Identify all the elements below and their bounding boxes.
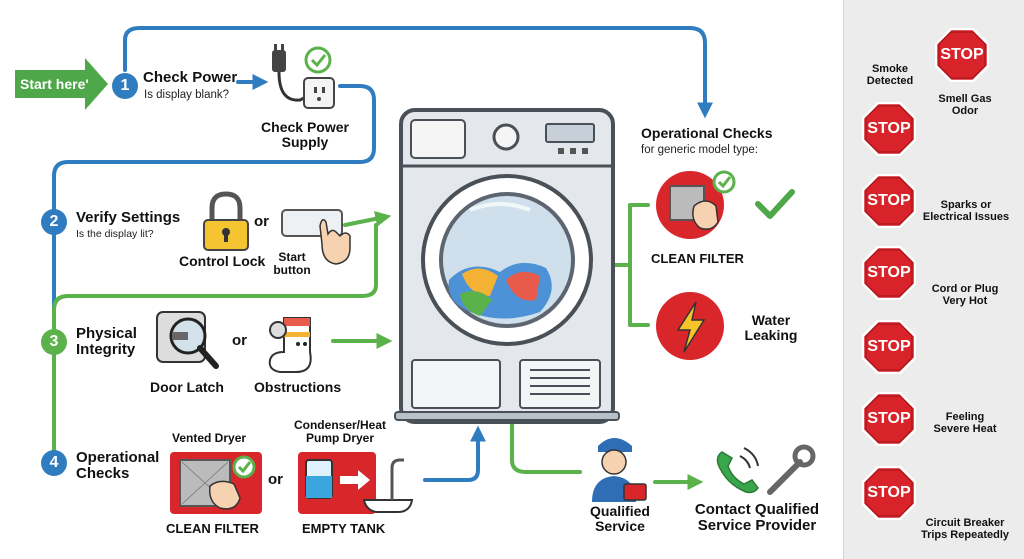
stop-octagon-icon xyxy=(861,173,917,229)
green-flow-lines xyxy=(52,203,704,490)
step-3-badge: 3 xyxy=(41,329,67,355)
stop-sign-text: STOP xyxy=(867,484,911,501)
start-button-icon xyxy=(281,209,351,265)
step-2-badge: 2 xyxy=(41,209,67,235)
check-mark-icon xyxy=(755,189,795,219)
vented-dryer-label: Vented Dryer xyxy=(172,431,247,445)
or-label-2: or xyxy=(232,332,247,349)
step-4-badge: 4 xyxy=(41,450,67,476)
stop-sign-text: STOP xyxy=(867,338,911,355)
right-filter-icon xyxy=(656,170,736,239)
step-1-title: Check Power xyxy=(143,69,238,86)
stop-sign-text: STOP xyxy=(867,120,911,137)
plug-icon xyxy=(272,44,335,109)
stop-sign-text: STOP xyxy=(867,192,911,209)
door-latch-label: Door Latch xyxy=(150,379,224,395)
water-leak-icon xyxy=(656,292,724,360)
start-here-label: Start here' xyxy=(20,76,89,92)
stop-sign-3: STOP xyxy=(861,173,917,229)
lock-icon xyxy=(203,191,249,251)
stop-sign-7: STOP xyxy=(861,465,917,521)
operational-checks-title: Operational Checks xyxy=(641,125,773,141)
stop-sign-5: STOP xyxy=(861,319,917,375)
stop-sign-text: STOP xyxy=(867,410,911,427)
obstructions-label: Obstructions xyxy=(254,379,342,395)
empty-tank-label: EMPTY TANK xyxy=(302,521,386,536)
step-2-title: Verify Settings xyxy=(76,209,181,226)
stop-sign-text: STOP xyxy=(940,46,984,63)
clean-filter-label-right: CLEAN FILTER xyxy=(651,251,744,266)
start-arrow-shape xyxy=(15,58,108,110)
technician-icon xyxy=(592,438,647,502)
or-label-3: or xyxy=(268,471,283,488)
stop-octagon-icon xyxy=(861,101,917,157)
stop-octagon-icon xyxy=(861,465,917,521)
wrench-icon xyxy=(767,444,816,495)
step-1-badge: 1 xyxy=(112,73,138,99)
step-2-subtitle: Is the display lit? xyxy=(76,228,154,240)
stop-octagon-icon xyxy=(861,245,917,301)
stop-octagon-icon xyxy=(861,391,917,447)
clean-filter-label-left: CLEAN FILTER xyxy=(166,521,259,536)
tank-icon xyxy=(298,452,414,514)
step-1-subtitle: Is display blank? xyxy=(144,89,230,101)
stop-sign-6: STOP xyxy=(861,391,917,447)
stop-sign-text: STOP xyxy=(867,264,911,281)
dryer-machine xyxy=(394,108,620,424)
stop-sign-2: STOP xyxy=(861,101,917,157)
control-lock-label: Control Lock xyxy=(179,253,266,269)
or-label-1: or xyxy=(254,213,269,230)
sock-icon xyxy=(268,317,312,373)
stop-octagon-icon xyxy=(861,319,917,375)
stop-sign-4: STOP xyxy=(861,245,917,301)
stop-sign-1: STOP xyxy=(934,27,990,83)
door-latch-icon xyxy=(156,311,219,369)
phone-icon xyxy=(716,447,759,494)
operational-checks-subtitle: for generic model type: xyxy=(641,144,758,156)
stop-octagon-icon xyxy=(934,27,990,83)
vented-filter-icon xyxy=(170,452,262,514)
